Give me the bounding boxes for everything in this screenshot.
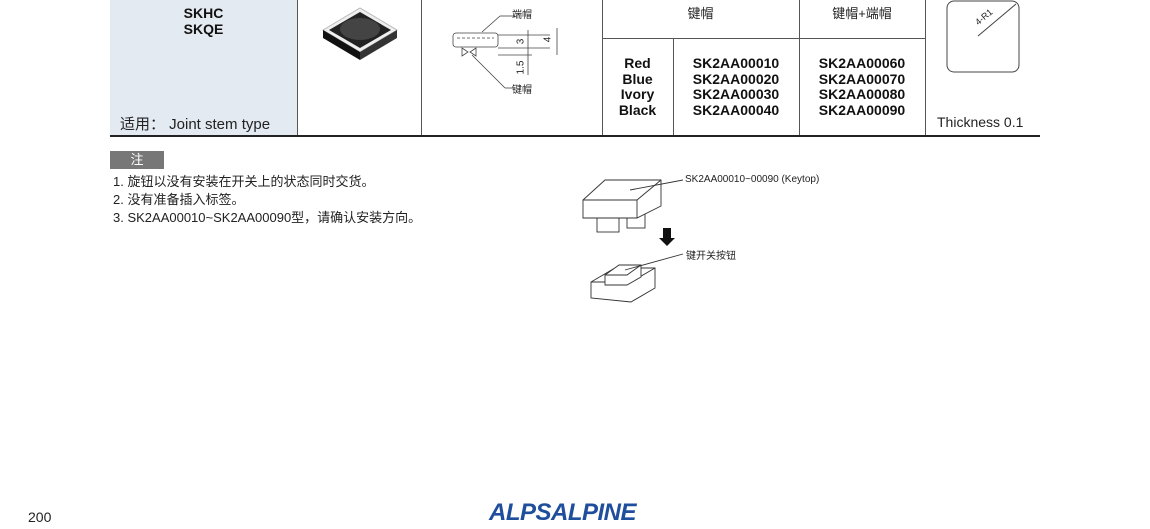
series-name: SKQE [183, 20, 224, 37]
part-number: SK2AA00010 [692, 55, 780, 71]
color-name: Ivory [620, 86, 655, 102]
keytop-photo [322, 7, 398, 60]
end-cap-label: 端帽 [512, 10, 532, 21]
applicable-label: 适用： Joint stem type [120, 116, 271, 133]
dim-1-5: 1.5 [515, 60, 527, 75]
notes-badge: 注 [110, 151, 164, 169]
header-keytop: 键帽 [687, 6, 714, 21]
label-shape-drawing [946, 0, 1020, 73]
color-name: Blue [622, 70, 653, 87]
dim-4: 4 [542, 36, 554, 43]
note-item: 2. 没有准备插入标签。 [113, 192, 245, 207]
note-item: 1. 旋钮以没有安装在开关上的状态同时交货。 [113, 174, 375, 189]
part-number: SK2AA00070 [818, 70, 906, 87]
assembly-figure [582, 179, 684, 303]
part-number: SK2AA00020 [692, 70, 780, 87]
page-number: 200 [28, 509, 52, 525]
thickness-label: Thickness 0.1 [937, 114, 1024, 130]
part-number: SK2AA00080 [818, 86, 906, 102]
color-name: Black [618, 101, 657, 118]
part-number: SK2AA00060 [818, 55, 906, 71]
series-name: SKHC [183, 5, 224, 21]
notes-list: 1. 旋钮以没有安装在开关上的状态同时交货。 2. 没有准备插入标签。 3. S… [113, 173, 421, 227]
keytop-label: 键帽 [512, 85, 532, 96]
keytop-callout: SK2AA00010~00090 (Keytop) [685, 174, 820, 185]
header-keytop-endcap: 键帽+端帽 [832, 6, 892, 21]
spec-table: SKHC SKQE 适用： Joint stem type 端帽 键帽 3 4 … [110, 0, 1040, 138]
part-number: SK2AA00040 [692, 101, 780, 118]
color-name: Red [624, 55, 651, 71]
note-item: 3. SK2AA00010~SK2AA00090型，请确认安装方向。 [113, 210, 422, 225]
part-number: SK2AA00090 [818, 101, 906, 118]
alpsalpine-logo: ALPSALPINE [489, 499, 637, 526]
dimension-drawing [452, 15, 558, 89]
series-cell [110, 0, 297, 136]
switch-callout: 键开关按钮 [686, 251, 736, 262]
part-number: SK2AA00030 [692, 86, 780, 102]
dim-3: 3 [515, 38, 527, 45]
